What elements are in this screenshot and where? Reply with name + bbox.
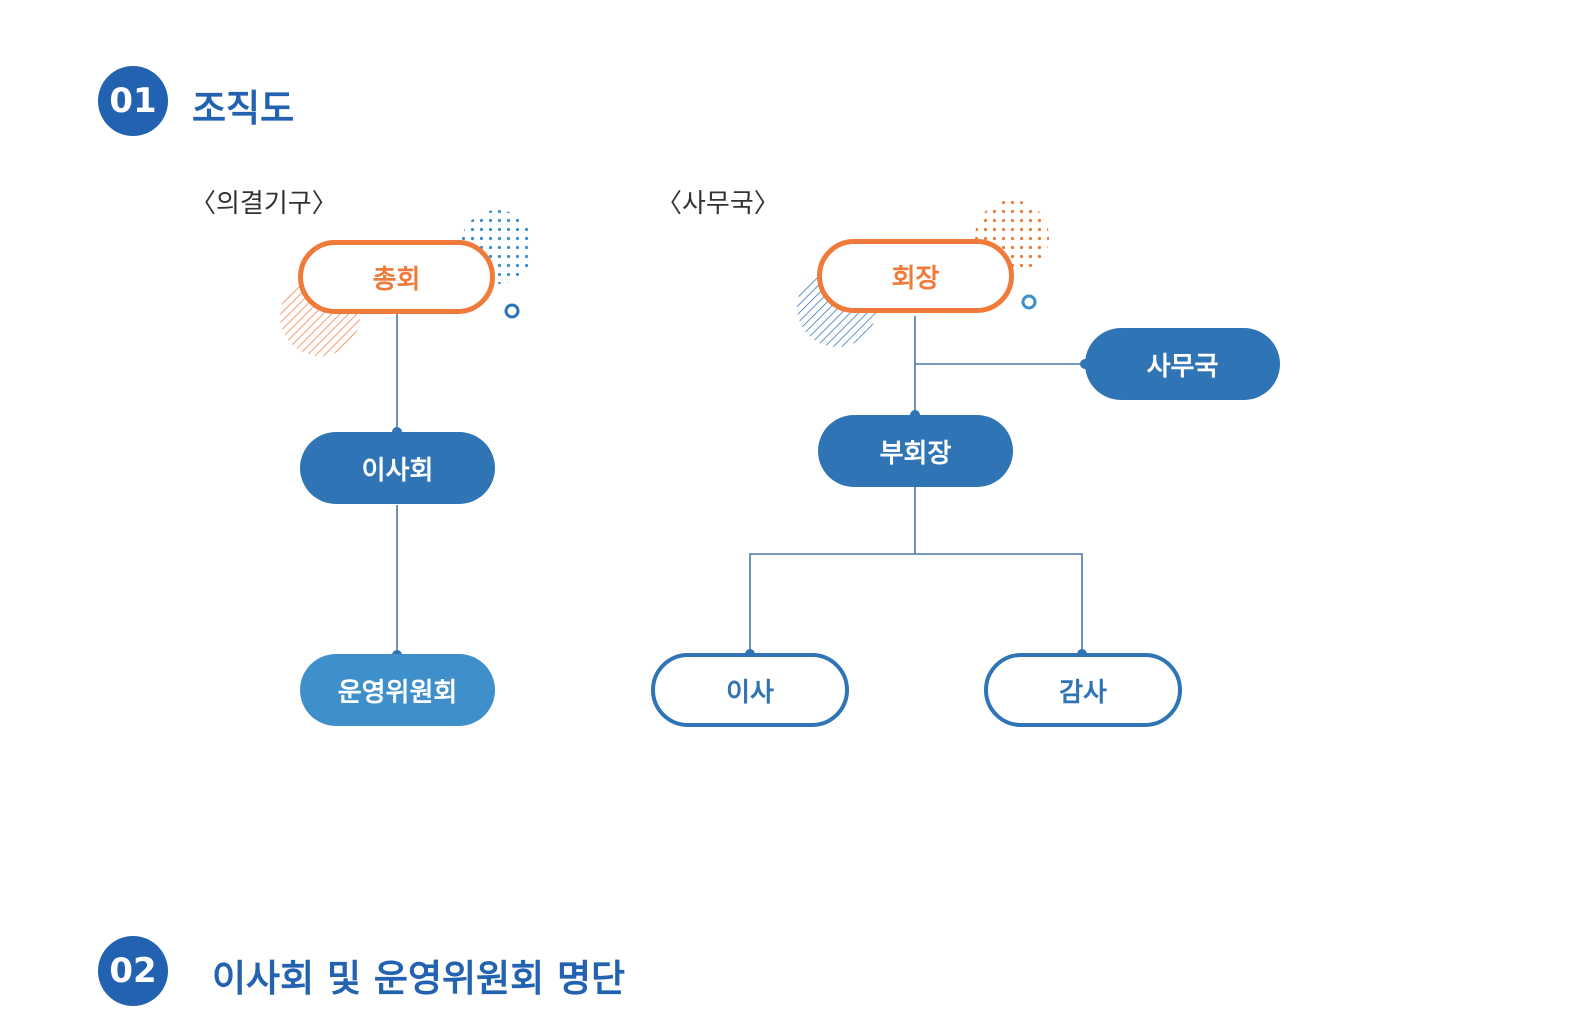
- connector-line: [749, 553, 1083, 654]
- decision-body-label: 〈의결기구〉: [190, 189, 338, 219]
- node-board: 이사회: [300, 432, 495, 504]
- node-secretariat-office: 사무국: [1085, 328, 1280, 400]
- small-ring-decoration: [504, 303, 520, 319]
- section-title: 이사회 및 운영위원회 명단: [212, 957, 626, 1000]
- node-auditor: 감사: [984, 653, 1182, 727]
- section-number-badge: 02: [98, 936, 168, 1006]
- section-title: 조직도: [192, 87, 295, 130]
- node-vice-chairman: 부회장: [818, 415, 1013, 487]
- node-chairman: 회장: [817, 239, 1014, 313]
- node-director: 이사: [651, 653, 849, 727]
- secretariat-label: 〈사무국〉: [656, 189, 780, 219]
- node-steering-committee: 운영위원회: [300, 654, 495, 726]
- section-number-badge: 01: [98, 66, 168, 136]
- small-ring-decoration: [1021, 294, 1037, 310]
- node-general-assembly: 총회: [298, 240, 495, 314]
